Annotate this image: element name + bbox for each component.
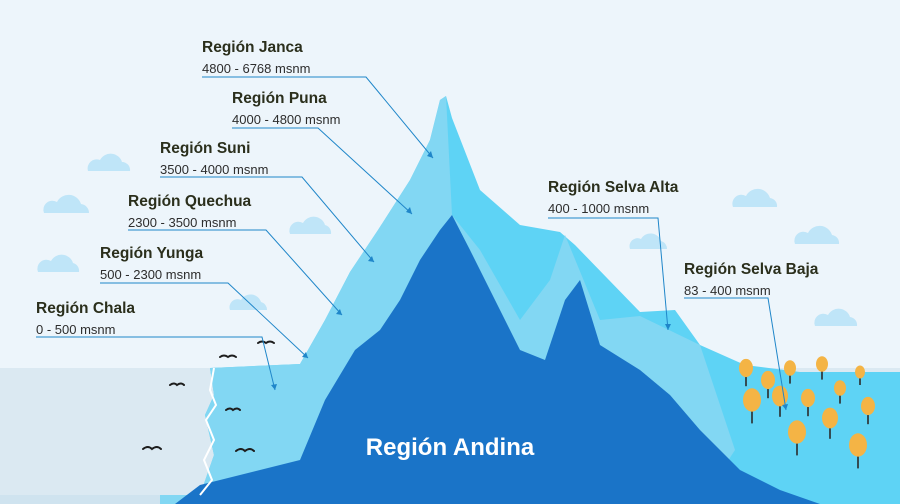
region-range: 4800 - 6768 msnm xyxy=(202,60,311,76)
tree-icon xyxy=(849,433,867,469)
region-range: 500 - 2300 msnm xyxy=(100,266,202,282)
region-range: 0 - 500 msnm xyxy=(36,321,116,337)
tree-icon xyxy=(834,380,846,404)
bird-icon xyxy=(225,407,241,412)
arrow-head xyxy=(665,324,671,330)
tree-icon xyxy=(743,388,761,424)
bird-icon xyxy=(142,446,162,451)
cloud-icon xyxy=(43,194,90,213)
region-name: Región Yunga xyxy=(100,245,204,262)
region-range: 4000 - 4800 msnm xyxy=(232,111,341,127)
tree-icon xyxy=(739,358,753,387)
clouds xyxy=(37,153,858,326)
tree-icon xyxy=(822,407,838,439)
region-name: Región Chala xyxy=(36,300,136,317)
arrow-head xyxy=(302,352,308,358)
label-region-selva-baja: Región Selva Baja 83 - 400 msnm xyxy=(684,262,818,297)
tree-icon xyxy=(761,370,775,399)
label-region-quechua: Región Quechua 2300 - 3500 msnm xyxy=(128,194,251,229)
region-range: 2300 - 3500 msnm xyxy=(128,214,237,230)
leader-line-selva-baja xyxy=(684,297,787,411)
region-name: Región Quechua xyxy=(128,193,252,210)
birds xyxy=(142,340,275,453)
arrow-head xyxy=(427,151,433,158)
bird-icon xyxy=(235,448,255,453)
leader-line-quechua xyxy=(128,229,343,316)
region-range: 400 - 1000 msnm xyxy=(548,200,650,216)
cloud-icon xyxy=(37,254,80,272)
leader-lines xyxy=(36,76,787,411)
region-name: Región Janca xyxy=(202,39,303,56)
region-name: Región Selva Baja xyxy=(684,261,819,278)
cloud-icon xyxy=(629,233,668,249)
cloud-icon xyxy=(87,153,131,171)
leader-line-yunga xyxy=(100,282,309,359)
cloud-icon xyxy=(814,308,858,326)
label-region-puna: Región Puna 4000 - 4800 msnm xyxy=(232,91,340,126)
arrow-head xyxy=(271,384,277,390)
tree-icon xyxy=(816,356,828,380)
label-region-suni: Región Suni 3500 - 4000 msnm xyxy=(160,141,268,176)
tree-icon xyxy=(801,388,815,417)
arrow-head xyxy=(336,309,342,315)
cloud-icon xyxy=(289,216,332,234)
tree-icon xyxy=(772,385,788,417)
leader-line-janca xyxy=(202,76,434,159)
label-region-janca: Región Janca 4800 - 6768 msnm xyxy=(202,40,310,75)
leader-line-chala xyxy=(36,336,276,391)
label-region-chala: Región Chala 0 - 500 msnm xyxy=(36,301,135,336)
label-region-yunga: Región Yunga 500 - 2300 msnm xyxy=(100,246,203,281)
bird-icon xyxy=(219,354,237,359)
cloud-icon xyxy=(794,225,840,244)
mountain-core xyxy=(175,215,820,504)
shore-edge xyxy=(199,367,218,496)
cloud-icon xyxy=(732,188,778,207)
leader-arrows xyxy=(271,151,788,410)
label-region-selva-alta: Región Selva Alta 400 - 1000 msnm xyxy=(548,180,678,215)
region-name: Región Selva Alta xyxy=(548,179,679,196)
diagram-title: Región Andina xyxy=(365,434,535,461)
leader-line-puna xyxy=(232,127,413,215)
bird-icon xyxy=(257,340,275,345)
region-range: 3500 - 4000 msnm xyxy=(160,161,269,177)
arrow-head xyxy=(368,256,374,262)
bird-icon xyxy=(169,382,185,387)
trees xyxy=(739,356,875,469)
arrow-head xyxy=(406,207,412,214)
leader-line-suni xyxy=(160,176,375,263)
leader-line-selva-alta xyxy=(548,217,669,331)
region-name: Región Suni xyxy=(160,140,251,157)
tree-icon xyxy=(788,420,806,456)
region-name: Región Puna xyxy=(232,90,327,107)
region-range: 83 - 400 msnm xyxy=(684,282,771,298)
arrow-head xyxy=(782,404,788,410)
tree-icon xyxy=(784,360,796,384)
tree-icon xyxy=(861,396,875,425)
tree-icon xyxy=(855,365,865,385)
